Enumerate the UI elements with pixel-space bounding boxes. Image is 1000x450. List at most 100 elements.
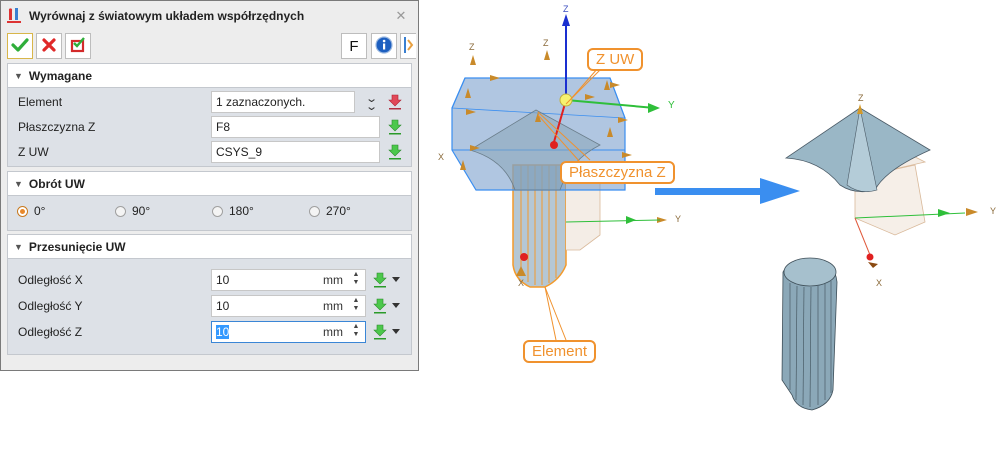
radio-90[interactable]: 90°	[115, 204, 150, 218]
section-title: Obrót UW	[28, 176, 85, 191]
dialog-toolbar: F	[7, 33, 418, 59]
title-bar: Wyrównaj z światowym układem współrzędny…	[1, 1, 418, 31]
field-label: Odległość Z	[18, 325, 83, 339]
field-value: 10	[216, 299, 230, 313]
radio-selected-icon	[17, 205, 28, 217]
section-rotation-header[interactable]: ▼ Obrót UW	[8, 172, 411, 196]
field-value: 10	[216, 273, 230, 287]
axis-label-z: Z	[858, 93, 864, 103]
plane-z-row: Płaszczyzna Z F8	[8, 116, 411, 138]
offset-x-input[interactable]: 10 mm ▲▼	[211, 269, 366, 291]
close-icon[interactable]: ✕	[395, 8, 407, 23]
result-cylinder	[781, 257, 838, 411]
section-title: Przesunięcie UW	[28, 239, 126, 254]
collapse-triangle-icon: ▼	[14, 241, 23, 252]
expand-panel-button[interactable]	[400, 33, 416, 59]
axis-label-x: X	[438, 152, 445, 162]
field-value-selected: 10	[216, 325, 230, 339]
collapse-triangle-icon: ▼	[14, 70, 23, 81]
rotation-radio-group: 0° 90° 180° 270°	[8, 196, 411, 230]
field-label: Z UW	[18, 145, 49, 159]
filter-button[interactable]: F	[341, 33, 367, 59]
field-value: F8	[216, 120, 231, 134]
radio-label: 90°	[132, 204, 151, 218]
section-required-header[interactable]: ▼ Wymagane	[8, 64, 411, 88]
filter-label: F	[349, 37, 359, 55]
radio-270[interactable]: 270°	[309, 204, 351, 218]
checkmark-icon	[11, 37, 29, 56]
callout-zuw: Z UW	[587, 48, 644, 71]
double-chevron-down-icon[interactable]: ⌄⌄	[365, 93, 379, 113]
section-offset-header[interactable]: ▼ Przesunięcie UW	[8, 235, 411, 259]
apply-check-icon	[69, 36, 87, 57]
result-canopy	[784, 104, 978, 268]
spinner-icon[interactable]: ▲▼	[352, 297, 360, 312]
unit-label: mm	[323, 299, 343, 313]
element-field[interactable]: 1 zaznaczonych.	[211, 91, 355, 113]
info-button[interactable]	[371, 33, 397, 59]
expand-icon	[403, 36, 414, 57]
model-illustration	[451, 14, 978, 411]
offset-z-row: Odległość Z 10 mm ▲▼	[8, 321, 411, 343]
transform-arrow	[655, 178, 800, 204]
pick-green-icon[interactable]	[388, 144, 402, 160]
radio-unselected-icon	[115, 205, 126, 217]
element-row: Element 1 zaznaczonych. ⌄⌄	[8, 91, 411, 113]
axis-label-y: Y	[668, 100, 675, 111]
3d-viewport[interactable]: Z Y Z Z Y X X Z Y X Z UW Płaszczyzna Z E…	[420, 0, 1000, 450]
info-icon	[375, 35, 393, 57]
dropdown-arrow-icon[interactable]	[391, 300, 401, 310]
field-label: Odległość Y	[18, 299, 83, 313]
axis-label-x: X	[876, 278, 883, 288]
cancel-button[interactable]	[36, 33, 62, 59]
section-offset: ▼ Przesunięcie UW Odległość X 10 mm ▲▼ O…	[7, 234, 412, 355]
ok-button[interactable]	[7, 33, 33, 59]
radio-180[interactable]: 180°	[212, 204, 254, 218]
dialog-title: Wyrównaj z światowym układem współrzędny…	[29, 9, 305, 23]
plane-z-field[interactable]: F8	[211, 116, 380, 138]
callout-element: Element	[523, 340, 597, 363]
axis-label-y: Y	[990, 206, 997, 216]
field-label: Element	[18, 95, 63, 109]
section-title: Wymagane	[28, 68, 93, 83]
radio-label: 270°	[326, 204, 351, 218]
radio-label: 0°	[34, 204, 46, 218]
dropdown-arrow-icon[interactable]	[391, 326, 401, 336]
pick-green-icon[interactable]	[388, 119, 402, 135]
axis-label-z: Z	[469, 42, 475, 52]
field-value: 1 zaznaczonych.	[216, 95, 306, 109]
field-value: CSYS_9	[216, 145, 263, 159]
radio-unselected-icon	[212, 205, 223, 217]
spinner-icon[interactable]: ▲▼	[352, 271, 360, 286]
axis-label-z: Z	[543, 38, 549, 48]
dropdown-arrow-icon[interactable]	[391, 274, 401, 284]
unit-label: mm	[323, 273, 343, 287]
apply-button[interactable]	[65, 33, 91, 59]
section-required: ▼ Wymagane Element 1 zaznaczonych. ⌄⌄ Pł…	[7, 63, 412, 167]
axis-label-x: X	[518, 278, 525, 288]
axis-label-y: Y	[675, 214, 682, 224]
x-icon	[41, 37, 57, 56]
callout-plane-z: Płaszczyzna Z	[560, 161, 675, 184]
axis-label-z: Z	[563, 4, 569, 14]
radio-unselected-icon	[309, 205, 320, 217]
field-label: Płaszczyzna Z	[18, 120, 96, 134]
align-csys-icon	[6, 7, 24, 25]
pick-green-icon[interactable]	[373, 324, 387, 340]
align-world-csys-dialog: Wyrównaj z światowym układem współrzędny…	[0, 0, 419, 371]
unit-label: mm	[323, 325, 343, 339]
offset-y-input[interactable]: 10 mm ▲▼	[211, 295, 366, 317]
radio-0[interactable]: 0°	[17, 204, 45, 218]
spinner-icon[interactable]: ▲▼	[352, 323, 360, 338]
collapse-triangle-icon: ▼	[14, 178, 23, 189]
zuw-row: Z UW CSYS_9	[8, 141, 411, 163]
field-label: Odległość X	[18, 273, 83, 287]
pick-green-icon[interactable]	[373, 272, 387, 288]
pick-red-icon[interactable]	[388, 94, 402, 110]
section-rotation: ▼ Obrót UW 0° 90° 180° 270°	[7, 171, 412, 231]
radio-label: 180°	[229, 204, 254, 218]
offset-z-input[interactable]: 10 mm ▲▼	[211, 321, 366, 343]
pick-green-icon[interactable]	[373, 298, 387, 314]
offset-y-row: Odległość Y 10 mm ▲▼	[8, 295, 411, 317]
zuw-field[interactable]: CSYS_9	[211, 141, 380, 163]
